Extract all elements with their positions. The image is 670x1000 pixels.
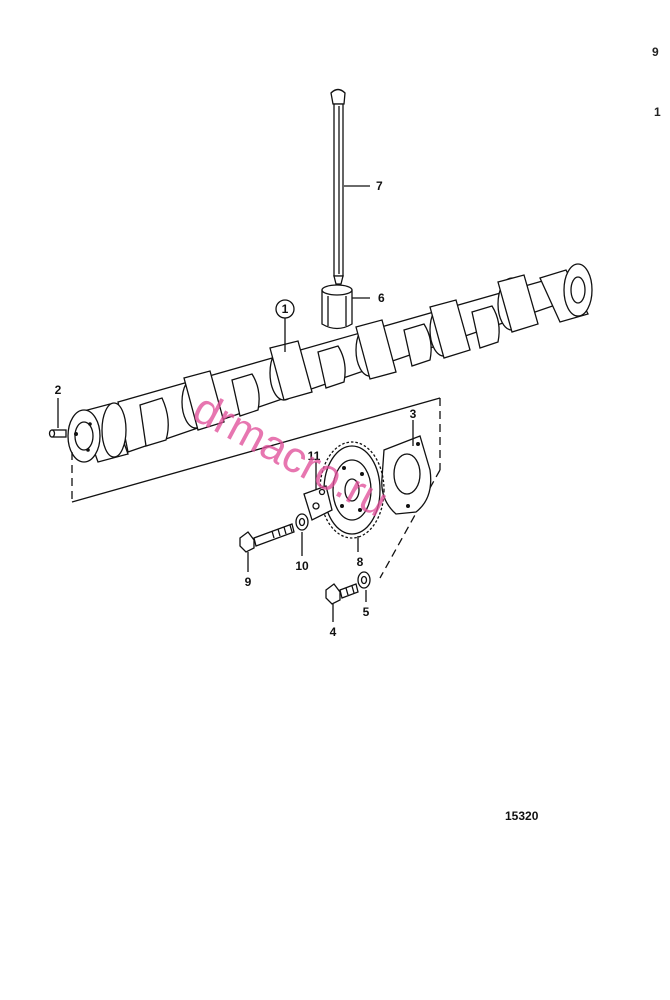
washer-10 xyxy=(295,513,309,531)
edge-mark-mid: 1 xyxy=(654,105,661,119)
callout-7: 7 xyxy=(376,179,383,193)
drawing-number: 15320 xyxy=(505,809,539,823)
callout-1-circle xyxy=(275,299,295,319)
timing-gear xyxy=(319,441,385,539)
callout-9: 9 xyxy=(245,575,252,589)
bolt-short xyxy=(325,583,359,605)
edge-mark-top: 9 xyxy=(652,45,659,59)
bolt-long xyxy=(239,523,295,553)
push-rod xyxy=(330,88,346,285)
callout-3: 3 xyxy=(410,407,417,421)
callout-1: 1 xyxy=(282,302,289,316)
lock-plate xyxy=(303,485,333,521)
callout-10: 10 xyxy=(295,559,309,573)
callout-6: 6 xyxy=(378,291,385,305)
callout-2: 2 xyxy=(55,383,62,397)
callout-4: 4 xyxy=(330,625,337,639)
tappet xyxy=(321,284,353,330)
camshaft xyxy=(48,263,593,463)
callout-8: 8 xyxy=(357,555,364,569)
callout-11: 11 xyxy=(308,449,321,463)
callout-5: 5 xyxy=(363,605,370,619)
washer-5 xyxy=(357,571,371,589)
thrust-flange xyxy=(381,435,432,515)
